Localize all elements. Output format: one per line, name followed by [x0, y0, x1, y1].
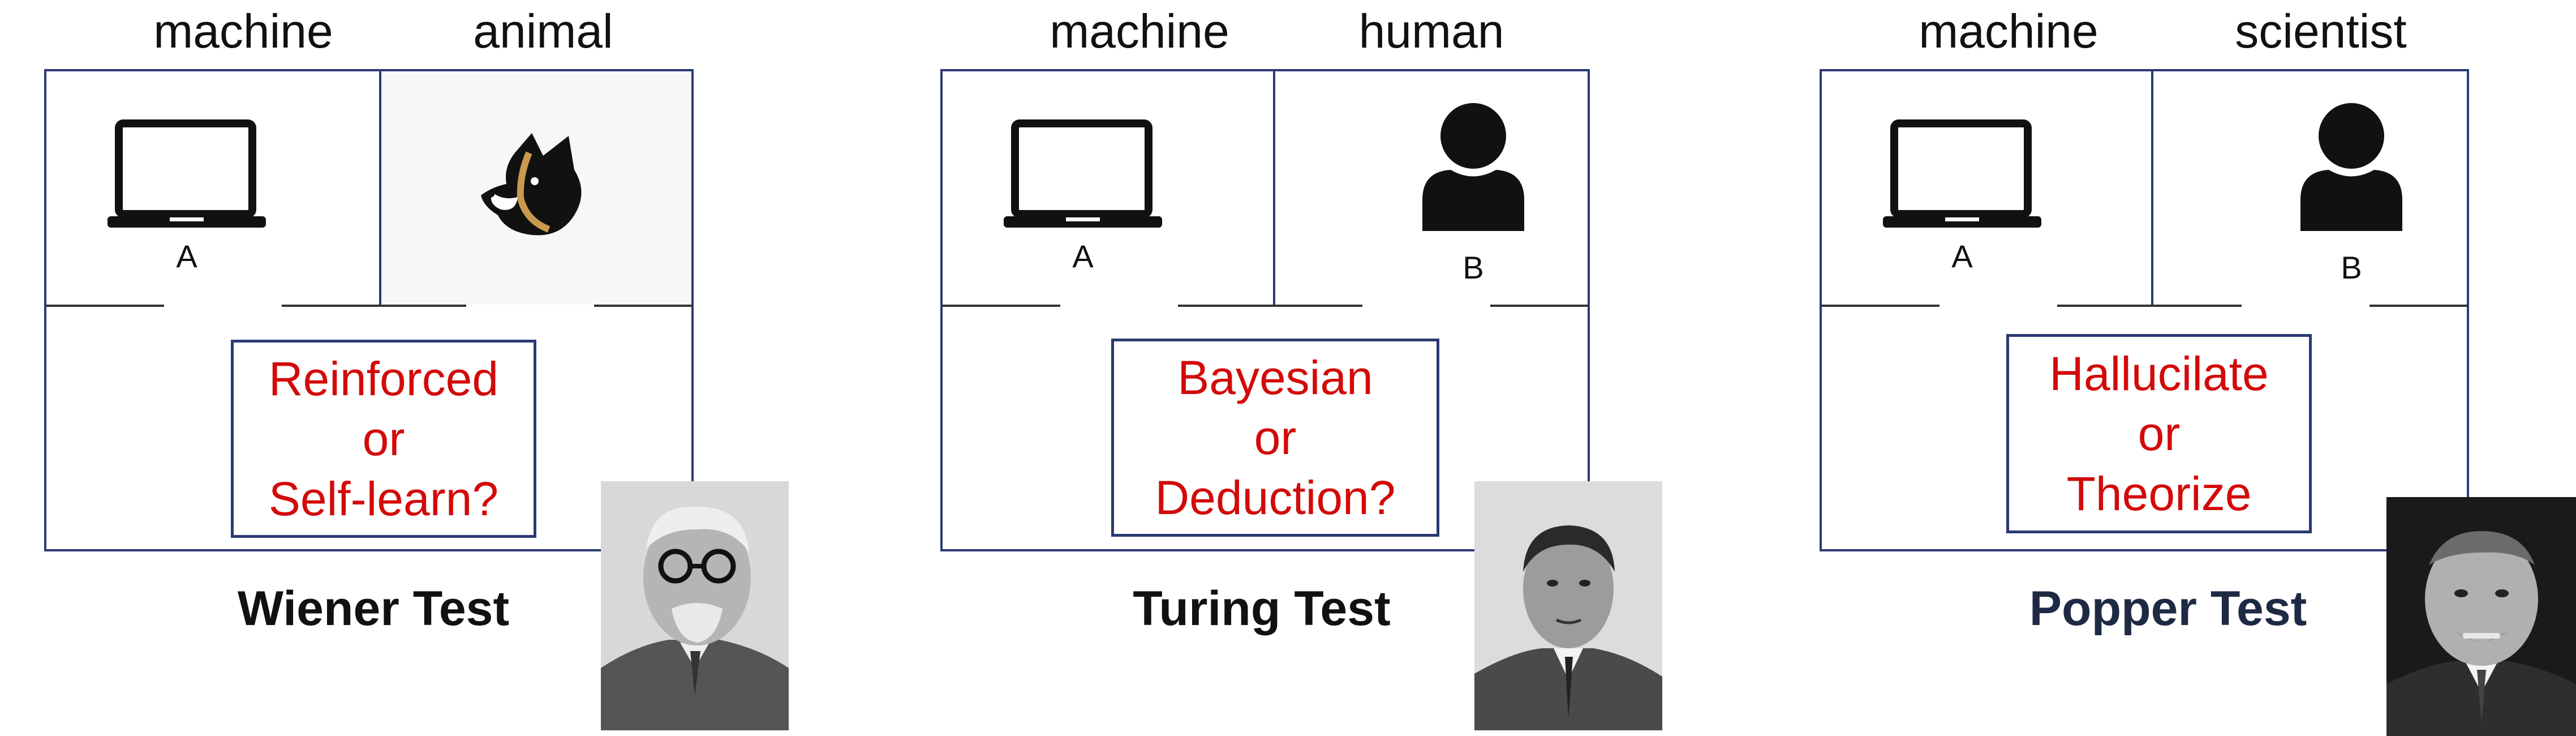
- test-room: [940, 69, 1590, 551]
- popper-portrait: [2386, 497, 2576, 736]
- person-icon: [2300, 103, 2402, 231]
- divider-vertical: [1273, 70, 1275, 307]
- dog-icon: [481, 133, 582, 236]
- question-line-3: Deduction?: [1155, 471, 1396, 524]
- laptop-icon: [1004, 119, 1162, 228]
- label-human: human: [1358, 5, 1504, 58]
- divider-vertical: [2151, 70, 2153, 307]
- letter-a: A: [176, 238, 197, 274]
- question-box: Hallucilate or Theorize: [2006, 334, 2312, 533]
- laptop-icon: [107, 119, 266, 228]
- question-line-1: Reinforced: [268, 352, 499, 405]
- portrait-photo: [601, 481, 789, 730]
- letter-a: A: [1072, 238, 1094, 274]
- label-machine: machine: [153, 5, 333, 58]
- divider-wall: [941, 305, 1060, 307]
- question-line-1: Hallucilate: [2049, 347, 2269, 400]
- divider-wall: [1821, 305, 1939, 307]
- label-machine: machine: [1050, 5, 1229, 58]
- test-title: Wiener Test: [237, 581, 510, 636]
- turing-portrait: [1474, 481, 1662, 730]
- portrait-photo: [2386, 497, 2576, 736]
- question-box: Reinforced or Self-learn?: [231, 340, 536, 538]
- question-line-3: Self-learn?: [268, 472, 499, 525]
- divider-wall: [282, 305, 466, 307]
- question-line-2: or: [1254, 411, 1297, 464]
- portrait-photo: [1474, 481, 1662, 730]
- divider-vertical: [379, 70, 381, 307]
- divider-wall: [594, 305, 693, 307]
- divider-wall: [1490, 305, 1589, 307]
- test-title: Popper Test: [2029, 581, 2307, 636]
- letter-a: A: [1951, 238, 1973, 274]
- test-room: [44, 69, 694, 551]
- panel-popper: machine scientist A B Hallucilate or The…: [1775, 0, 2576, 736]
- question-line-2: or: [2138, 407, 2181, 460]
- question-box: Bayesian or Deduction?: [1111, 339, 1439, 537]
- panel-wiener: machine animal A Reinforced or Self-lear…: [0, 0, 789, 736]
- label-machine: machine: [1919, 5, 2098, 58]
- divider-wall: [45, 305, 164, 307]
- person-icon: [1422, 103, 1524, 231]
- question-line-1: Bayesian: [1177, 351, 1373, 404]
- laptop-icon: [1883, 119, 2041, 228]
- letter-b: B: [2341, 250, 2362, 285]
- question-line-2: or: [362, 412, 405, 465]
- test-title: Turing Test: [1133, 581, 1391, 636]
- divider-wall: [2057, 305, 2242, 307]
- panel-turing: machine human A B Bayesian or Deduction?…: [896, 0, 1662, 736]
- test-room: [1820, 69, 2469, 551]
- question-line-3: Theorize: [2066, 467, 2252, 520]
- label-scientist: scientist: [2235, 5, 2407, 58]
- letter-b: B: [1463, 250, 1484, 285]
- label-animal: animal: [473, 5, 613, 58]
- divider-wall: [2369, 305, 2468, 307]
- divider-wall: [1178, 305, 1362, 307]
- wiener-portrait: [601, 481, 789, 730]
